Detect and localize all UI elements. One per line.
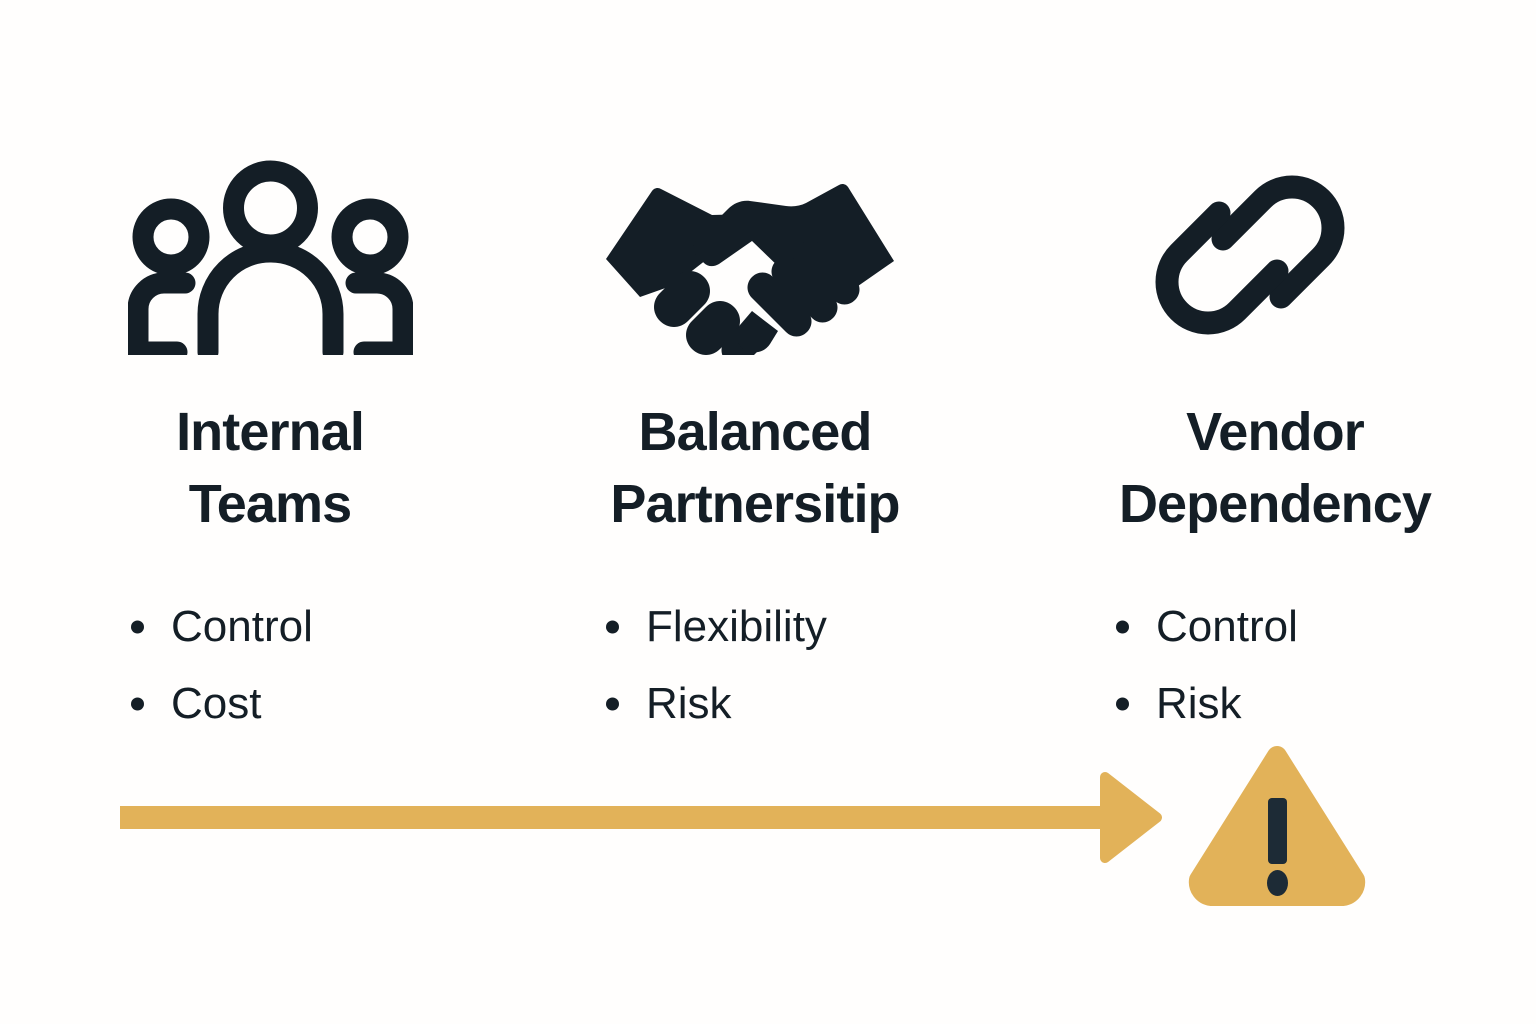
column-heading: Internal Teams <box>176 402 365 535</box>
column-balanced-partnership: Balanced Partnersitip Flexibility Risk <box>480 0 1000 760</box>
right-arrow-icon <box>120 772 1162 863</box>
column-heading: Vendor Dependency <box>1118 402 1432 535</box>
bullet-list: Control Cost <box>125 588 313 743</box>
list-item: Risk <box>1110 665 1298 742</box>
column-heading: Balanced Partnersitip <box>610 402 900 535</box>
list-item: Control <box>125 588 313 665</box>
progression-indicator <box>0 740 1536 920</box>
people-group-icon <box>120 155 420 355</box>
warning-triangle-icon <box>1188 746 1366 906</box>
bullet-list: Flexibility Risk <box>600 588 827 743</box>
column-vendor-dependency: Vendor Dependency Control Risk <box>1000 0 1536 760</box>
list-item: Flexibility <box>600 588 827 665</box>
chain-link-icon <box>1100 155 1400 355</box>
list-item: Risk <box>600 665 827 742</box>
list-item: Cost <box>125 665 313 742</box>
column-group: Internal Teams Control Cost <box>0 0 1536 760</box>
column-internal-teams: Internal Teams Control Cost <box>0 0 480 760</box>
handshake-icon <box>590 155 910 355</box>
list-item: Control <box>1110 588 1298 665</box>
bullet-list: Control Risk <box>1110 588 1298 743</box>
